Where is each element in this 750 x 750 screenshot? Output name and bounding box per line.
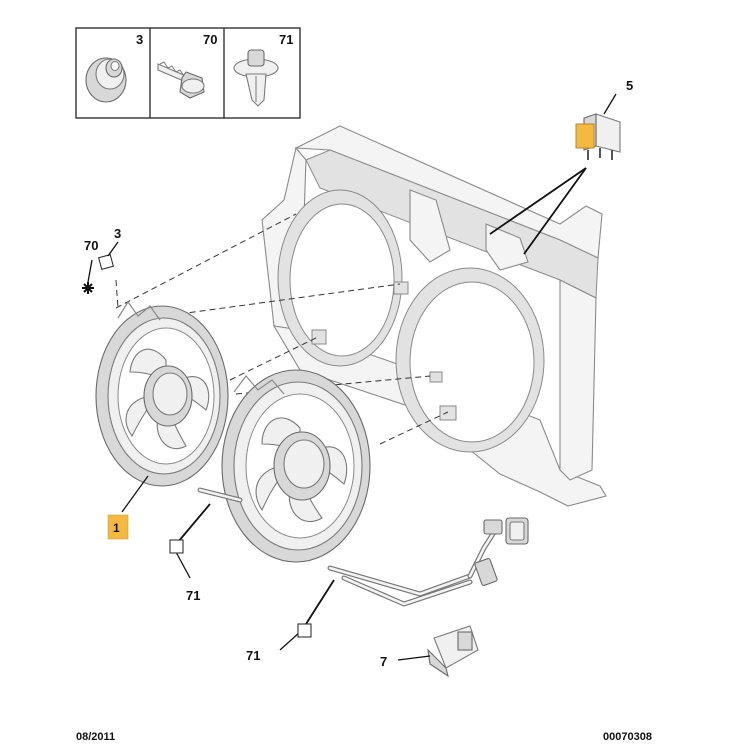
bolt-icon	[157, 61, 205, 99]
footer-date: 08/2011	[76, 731, 115, 743]
washer-3-marker	[97, 253, 115, 271]
footer-reference: 00070308	[603, 731, 652, 743]
callout-7: 7	[380, 654, 387, 669]
callout-1: 1	[107, 514, 129, 540]
left-fan	[95, 300, 229, 487]
washer-nut-icon	[85, 57, 127, 103]
shroud-frame	[261, 125, 607, 507]
callout-71-bottom: 71	[246, 648, 260, 663]
legend-ref-71: 71	[279, 32, 293, 47]
legend-ref-3: 3	[136, 32, 143, 47]
callout-3: 3	[114, 226, 121, 241]
callout-1-label: 1	[113, 521, 120, 535]
callout-71-left: 71	[186, 588, 200, 603]
wiring-harness	[197, 487, 529, 607]
right-fan	[221, 369, 371, 563]
mounting-bracket	[427, 625, 479, 678]
legend-ref-70: 70	[203, 32, 217, 47]
clip-71-bottom-marker	[297, 623, 312, 638]
legend-box: 3 70 71	[75, 27, 301, 119]
callout-5: 5	[626, 78, 633, 93]
resistor-module	[575, 113, 621, 160]
plastic-clip-icon	[233, 49, 279, 107]
clip-71-left-marker	[169, 539, 184, 554]
screw-70-marker	[82, 282, 94, 294]
leader-lines	[87, 93, 617, 661]
callout-70: 70	[84, 238, 98, 253]
